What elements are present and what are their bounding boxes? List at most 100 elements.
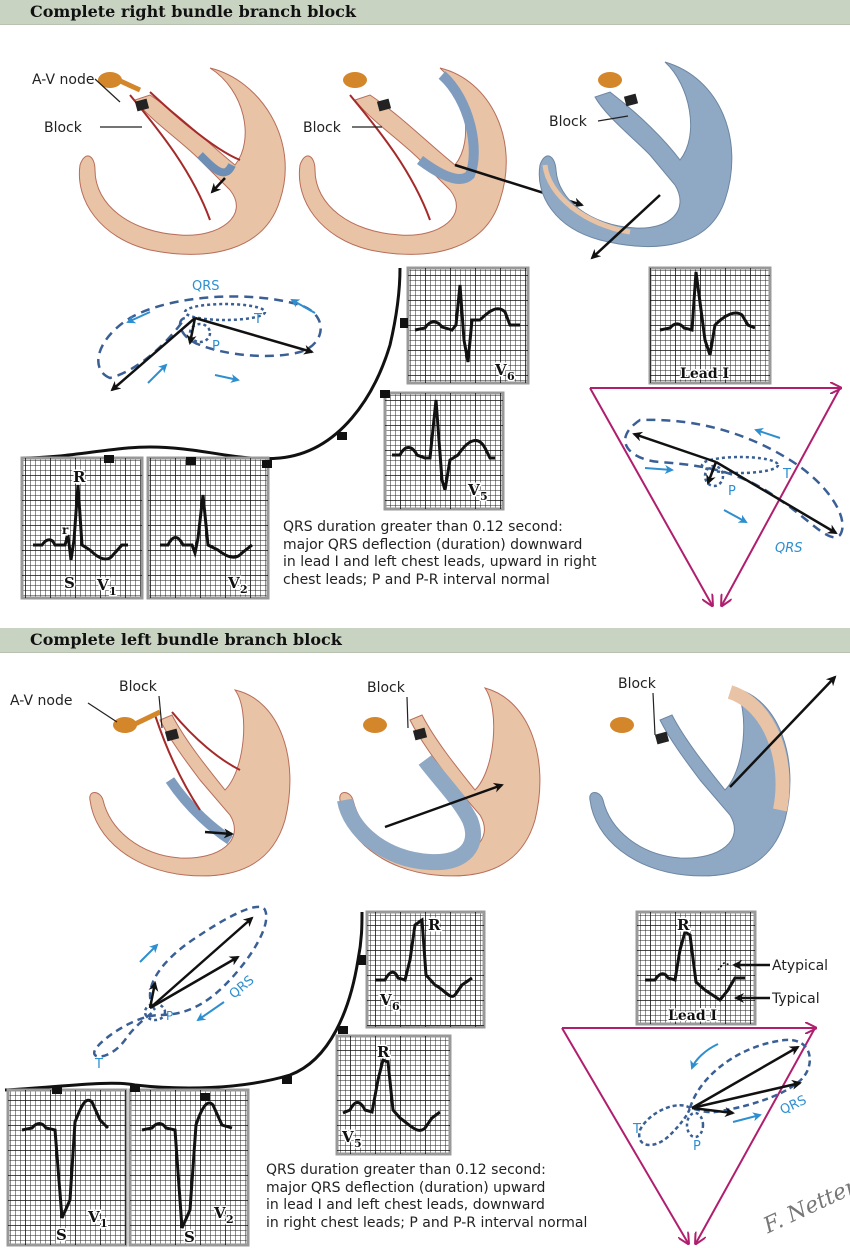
label-block: Block — [367, 680, 406, 696]
ecg-lead-label: V — [341, 1128, 354, 1146]
svg-text:5: 5 — [480, 490, 488, 503]
block-marker — [376, 98, 392, 112]
label-t-loop: T — [94, 1057, 103, 1072]
chest-wall-outline — [21, 267, 402, 461]
vector-arrow — [590, 194, 661, 260]
ecg-lead-label: V — [87, 1208, 100, 1226]
label-p-loop: P — [693, 1139, 701, 1154]
label-atypical: Atypical — [772, 958, 828, 974]
einthoven-triangle-lbbb — [561, 1028, 815, 1243]
wave-label-R: R — [73, 468, 86, 486]
wave-label-S: S — [64, 574, 75, 592]
label-av-node: A-V node — [10, 693, 72, 709]
label-block: Block — [549, 114, 588, 130]
ecg-strip-lbbb-v2: S V 2 — [128, 1088, 250, 1248]
svg-text:2: 2 — [226, 1213, 234, 1226]
heart-rbbb-3 — [538, 61, 733, 247]
ecg-lead-label: Lead I — [668, 1008, 717, 1024]
einthoven-triangle-rbbb — [589, 388, 844, 605]
svg-text:1: 1 — [100, 1217, 108, 1230]
label-qrs-loop: QRS — [778, 1093, 809, 1118]
ecg-strip-rbbb-v1: R r S V 1 — [20, 456, 144, 600]
label-p-loop: P — [212, 339, 220, 354]
heart-rbbb-2 — [298, 67, 507, 255]
ecg-lead-label: V — [494, 361, 507, 379]
ecg-strip-rbbb-v6: V 6 — [406, 266, 530, 385]
ecg-strip-lbbb-v6: R V 6 — [365, 910, 486, 1029]
label-block: Block — [44, 120, 83, 136]
label-av-node: A-V node — [32, 72, 94, 88]
section-header-rbbb: Complete right bundle branch block — [0, 0, 850, 25]
label-p-loop: P — [728, 484, 736, 499]
heart-rbbb-1 — [78, 67, 286, 255]
ecg-lead-label: Lead I — [680, 366, 729, 382]
ecg-strip-rbbb-lead-i: Lead I — [648, 266, 772, 385]
block-marker — [164, 728, 180, 742]
section-title: Complete right bundle branch block — [30, 2, 357, 21]
section-header-lbbb: Complete left bundle branch block — [0, 628, 850, 653]
av-node — [598, 72, 622, 88]
depolarized-region — [337, 755, 481, 871]
svg-text:1: 1 — [109, 585, 117, 598]
ecg-strip-lbbb-lead-i: R Lead I — [635, 910, 757, 1026]
chest-wall-outline — [4, 911, 364, 1092]
section-title: Complete left bundle branch block — [30, 630, 342, 649]
block-marker — [654, 731, 670, 745]
label-block: Block — [119, 679, 158, 695]
av-node — [98, 72, 122, 88]
artist-signature: F. Netter M.D. — [759, 1149, 850, 1240]
block-marker — [623, 93, 639, 107]
ecg-lead-label: V — [379, 991, 392, 1009]
ecg-lead-label: V — [467, 481, 480, 499]
heart-lbbb-3 — [589, 675, 837, 877]
activation-arrow — [210, 177, 226, 194]
ecg-strip-lbbb-v5: R V 5 — [335, 1034, 452, 1156]
ecg-strip-lbbb-v1: S V 1 — [6, 1088, 128, 1247]
label-p-loop: P — [166, 1009, 173, 1023]
wave-label-R: R — [428, 916, 441, 934]
wave-label-r: r — [62, 523, 69, 537]
description-rbbb: QRS duration greater than 0.12 second: m… — [283, 519, 597, 588]
label-typical: Typical — [771, 991, 820, 1007]
electrodes-lbbb — [52, 955, 366, 1101]
vectorcardiogram-lbbb-frontal — [92, 905, 268, 1058]
av-node — [113, 717, 137, 733]
depolarized-region — [197, 152, 236, 177]
ecg-lead-label: V — [96, 576, 109, 594]
svg-text:6: 6 — [392, 1000, 400, 1013]
description-lbbb: QRS duration greater than 0.12 second: m… — [266, 1162, 588, 1231]
block-marker — [412, 727, 428, 741]
heart-lbbb-2 — [337, 687, 541, 877]
label-t-loop: T — [632, 1122, 641, 1137]
ecg-lead-label: V — [213, 1204, 226, 1222]
label-qrs-loop: QRS — [775, 541, 803, 556]
svg-text:5: 5 — [354, 1137, 362, 1150]
ecg-lead-label: V — [227, 574, 240, 592]
label-block: Block — [618, 676, 657, 692]
vectorcardiogram-rbbb-frontal — [97, 295, 322, 392]
vector-arrow — [384, 782, 504, 829]
av-node — [363, 717, 387, 733]
block-marker — [134, 98, 150, 112]
wave-label-S: S — [184, 1228, 195, 1246]
label-block: Block — [303, 120, 342, 136]
label-qrs-loop: QRS — [227, 973, 258, 1002]
svg-text:2: 2 — [240, 583, 248, 596]
av-node — [610, 717, 634, 733]
atypical-t-wave — [717, 962, 731, 971]
label-t-loop: T — [253, 312, 262, 327]
heart-lbbb-1 — [89, 689, 291, 877]
electrodes-rbbb — [104, 318, 408, 468]
wave-label-S: S — [56, 1226, 67, 1244]
vector-arrow — [729, 675, 837, 788]
wave-label-R: R — [377, 1043, 390, 1061]
activation-arrow — [204, 828, 234, 839]
av-node — [343, 72, 367, 88]
ecg-strip-rbbb-v5: V 5 — [383, 391, 505, 511]
label-qrs-loop: QRS — [192, 279, 220, 294]
label-t-loop: T — [782, 467, 791, 482]
ecg-strip-rbbb-v2: V 2 — [146, 456, 270, 600]
svg-text:6: 6 — [507, 370, 515, 383]
wave-label-R: R — [677, 916, 690, 934]
